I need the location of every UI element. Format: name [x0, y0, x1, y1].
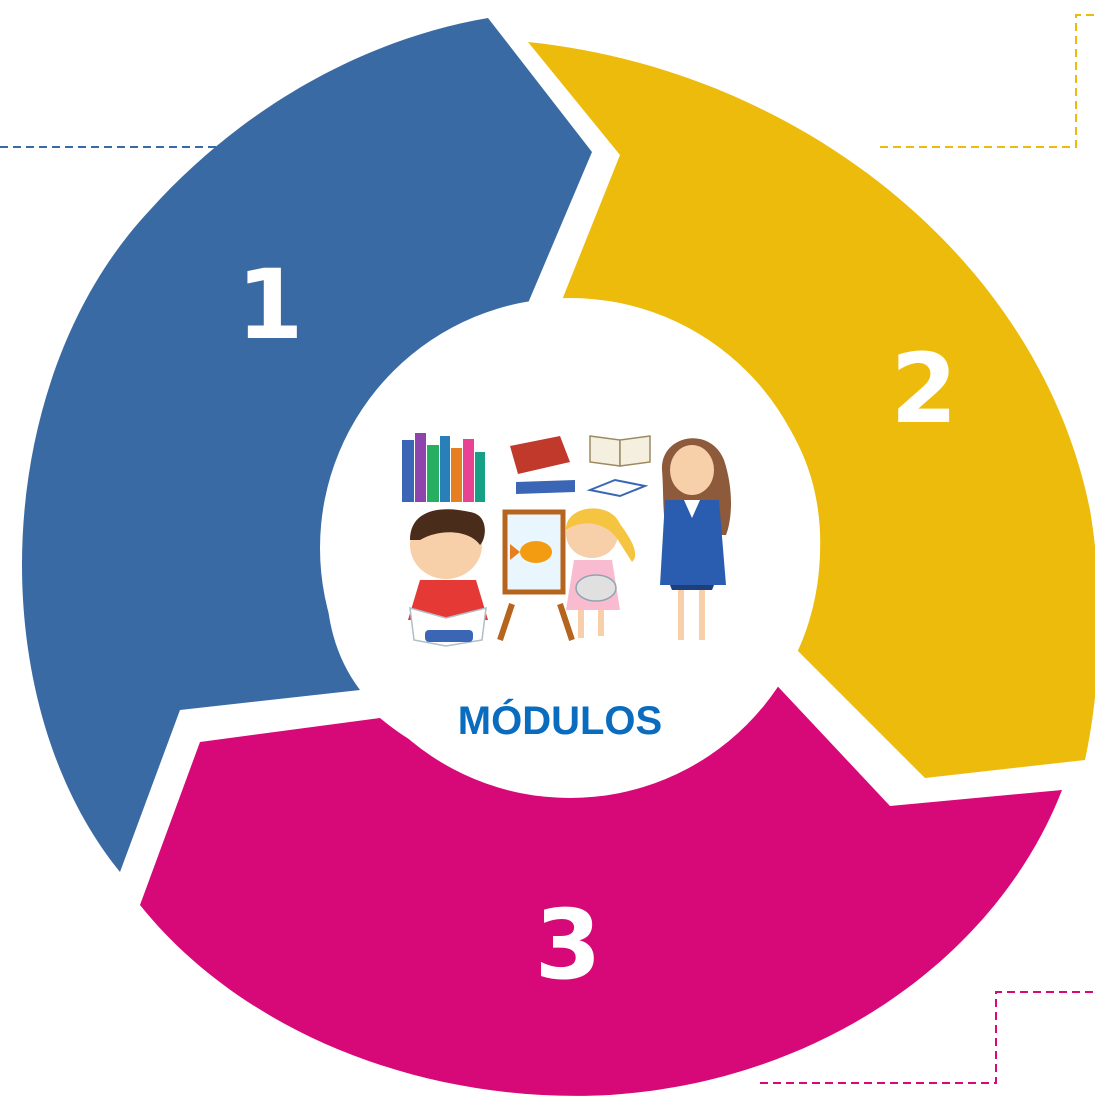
segment-3: [140, 676, 1062, 1096]
segment-2-label: 2: [891, 333, 958, 445]
classroom-illustration: [402, 433, 731, 647]
red-book-icon: [510, 436, 575, 494]
easel-icon: [497, 509, 575, 641]
girl-painting-icon: [565, 508, 636, 638]
open-book-icon: [586, 435, 651, 498]
teacher-icon: [660, 438, 731, 640]
center-title: MÓDULOS: [458, 697, 662, 743]
segment-1: [22, 18, 592, 872]
books-icon: [402, 433, 485, 502]
segment-3-label: 3: [535, 889, 602, 1001]
boy-reading-icon: [408, 509, 488, 647]
connector-line-yellow: [880, 14, 1095, 148]
segment-1-label: 1: [237, 249, 304, 361]
center-circle: [320, 298, 820, 798]
segment-2: [528, 42, 1095, 778]
connector-line-pink: [760, 991, 1095, 1084]
